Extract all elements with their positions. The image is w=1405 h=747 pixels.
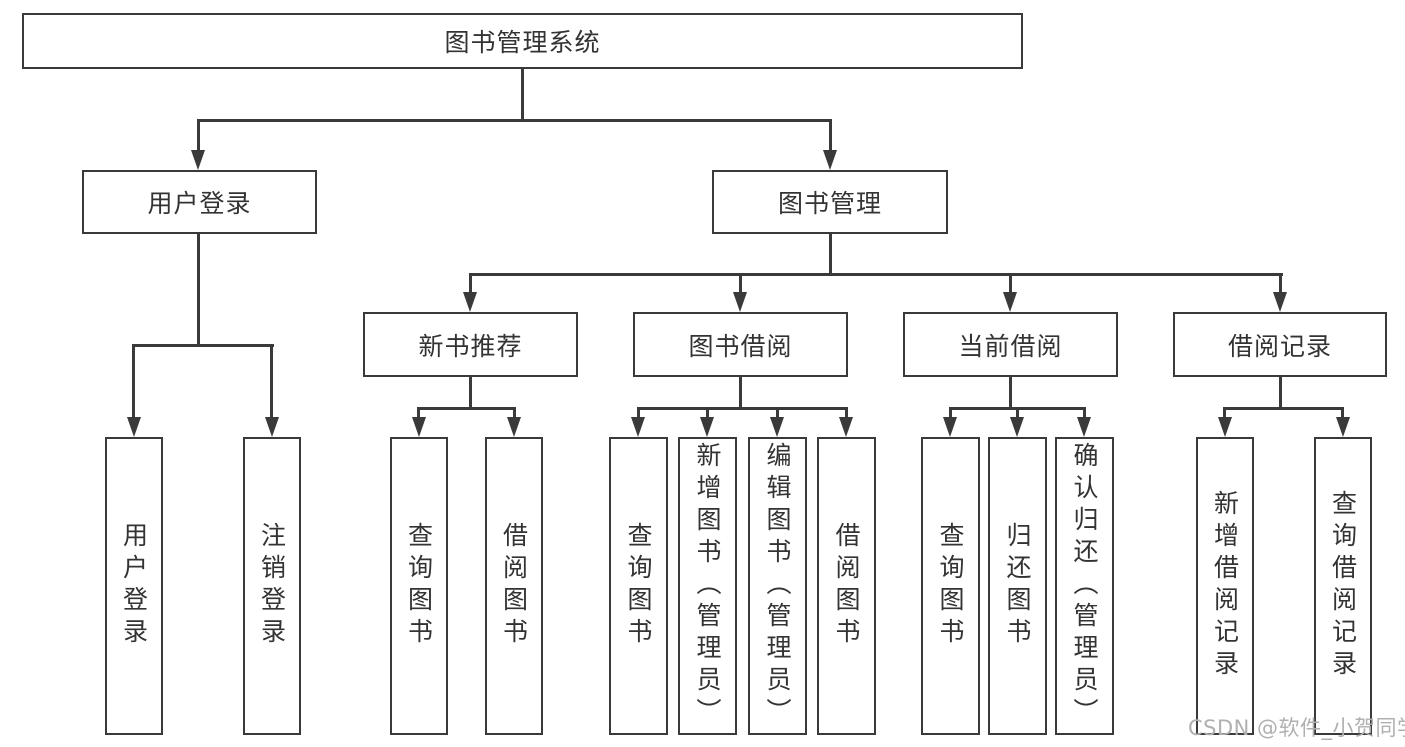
arrowhead-down-icon bbox=[733, 292, 747, 312]
leaf-user-login-label: 用户登录 bbox=[119, 522, 149, 650]
connector-line bbox=[1279, 273, 1282, 294]
leaf-recommend-query-books-label: 查询图书 bbox=[404, 522, 434, 650]
leaf-logout-label: 注销登录 bbox=[257, 522, 287, 650]
leaf-current-confirm-return-admin-label: 确认归还（管理员） bbox=[1070, 442, 1099, 730]
connector-line bbox=[521, 69, 524, 122]
node-book-management-label: 图书管理 bbox=[777, 189, 882, 218]
arrowhead-down-icon bbox=[463, 292, 477, 312]
connector-line bbox=[469, 273, 1283, 276]
node-new-book-recommend-label: 新书推荐 bbox=[418, 331, 523, 361]
connector-line bbox=[197, 234, 200, 347]
node-book-management: 图书管理 bbox=[712, 170, 948, 234]
connector-line bbox=[469, 273, 472, 294]
arrowhead-down-icon bbox=[839, 417, 853, 437]
leaf-borrowing-borrow-books-label: 借阅图书 bbox=[832, 522, 861, 650]
connector-line bbox=[637, 407, 848, 410]
connector-line bbox=[197, 119, 200, 152]
node-root-label: 图书管理系统 bbox=[444, 28, 601, 57]
connector-line bbox=[132, 344, 274, 347]
connector-line bbox=[132, 344, 135, 421]
node-book-borrowing: 图书借阅 bbox=[633, 312, 848, 377]
leaf-records-add-record-label: 新增借阅记录 bbox=[1210, 490, 1240, 682]
leaf-records-query-record-label: 查询借阅记录 bbox=[1328, 490, 1358, 682]
arrowhead-down-icon bbox=[631, 417, 645, 437]
node-borrowing-records-label: 借阅记录 bbox=[1227, 331, 1332, 361]
connector-line bbox=[1009, 377, 1012, 410]
connector-line bbox=[1016, 407, 1019, 421]
arrowhead-down-icon bbox=[191, 150, 205, 170]
node-root-system: 图书管理系统 bbox=[22, 13, 1023, 69]
node-user-login-label: 用户登录 bbox=[147, 189, 252, 218]
node-book-borrowing-label: 图书借阅 bbox=[688, 331, 793, 361]
connector-line bbox=[469, 377, 472, 410]
leaf-borrowing-borrow-books: 借阅图书 bbox=[817, 437, 876, 735]
connector-line bbox=[949, 407, 952, 421]
leaf-current-confirm-return-admin: 确认归还（管理员） bbox=[1055, 437, 1114, 735]
arrowhead-down-icon bbox=[770, 417, 784, 437]
leaf-recommend-query-books: 查询图书 bbox=[390, 437, 448, 735]
leaf-records-query-record: 查询借阅记录 bbox=[1314, 437, 1372, 735]
arrowhead-down-icon bbox=[823, 150, 837, 170]
node-current-borrowing: 当前借阅 bbox=[903, 312, 1118, 377]
connector-line bbox=[197, 119, 832, 122]
leaf-borrowing-edit-books-admin: 编辑图书（管理员） bbox=[748, 437, 807, 735]
leaf-current-return-books: 归还图书 bbox=[988, 437, 1047, 735]
connector-line bbox=[1083, 407, 1086, 421]
leaf-recommend-borrow-books-label: 借阅图书 bbox=[499, 522, 529, 650]
csdn-watermark: CSDN @软件_小贺同学 bbox=[1188, 716, 1405, 740]
connector-line bbox=[829, 119, 832, 152]
arrowhead-down-icon bbox=[1218, 417, 1232, 437]
connector-line bbox=[637, 407, 640, 421]
leaf-current-query-books-label: 查询图书 bbox=[936, 522, 965, 650]
node-current-borrowing-label: 当前借阅 bbox=[958, 331, 1063, 361]
connector-line bbox=[739, 273, 742, 294]
connector-line bbox=[739, 377, 742, 410]
connector-line bbox=[417, 407, 420, 421]
leaf-current-query-books: 查询图书 bbox=[921, 437, 980, 735]
connector-line bbox=[776, 407, 779, 421]
arrowhead-down-icon bbox=[943, 417, 957, 437]
leaf-borrowing-query-books: 查询图书 bbox=[609, 437, 668, 735]
node-new-book-recommend: 新书推荐 bbox=[363, 312, 578, 377]
connector-line bbox=[1223, 407, 1344, 410]
arrowhead-down-icon bbox=[1010, 417, 1024, 437]
leaf-borrowing-add-books-admin-label: 新增图书（管理员） bbox=[693, 442, 722, 730]
arrowhead-down-icon bbox=[507, 417, 521, 437]
arrowhead-down-icon bbox=[127, 417, 141, 437]
connector-line bbox=[1279, 377, 1282, 410]
leaf-logout: 注销登录 bbox=[243, 437, 301, 735]
connector-line bbox=[829, 234, 832, 276]
leaf-recommend-borrow-books: 借阅图书 bbox=[485, 437, 543, 735]
arrowhead-down-icon bbox=[265, 417, 279, 437]
leaf-user-login: 用户登录 bbox=[105, 437, 163, 735]
arrowhead-down-icon bbox=[1273, 292, 1287, 312]
arrowhead-down-icon bbox=[1336, 417, 1350, 437]
connector-line bbox=[513, 407, 516, 421]
arrowhead-down-icon bbox=[700, 417, 714, 437]
arrowhead-down-icon bbox=[1077, 417, 1091, 437]
arrowhead-down-icon bbox=[412, 417, 426, 437]
leaf-borrowing-add-books-admin: 新增图书（管理员） bbox=[678, 437, 737, 735]
leaf-records-add-record: 新增借阅记录 bbox=[1196, 437, 1254, 735]
connector-line bbox=[270, 344, 273, 421]
connector-line bbox=[1341, 407, 1344, 421]
arrowhead-down-icon bbox=[1003, 292, 1017, 312]
leaf-borrowing-edit-books-admin-label: 编辑图书（管理员） bbox=[763, 442, 792, 730]
leaf-borrowing-query-books-label: 查询图书 bbox=[624, 522, 653, 650]
leaf-current-return-books-label: 归还图书 bbox=[1003, 522, 1032, 650]
connector-line bbox=[1223, 407, 1226, 421]
node-user-login: 用户登录 bbox=[82, 170, 317, 234]
node-borrowing-records: 借阅记录 bbox=[1173, 312, 1387, 377]
connector-line bbox=[1009, 273, 1012, 294]
connector-line bbox=[417, 407, 516, 410]
connector-line bbox=[706, 407, 709, 421]
connector-line bbox=[845, 407, 848, 421]
